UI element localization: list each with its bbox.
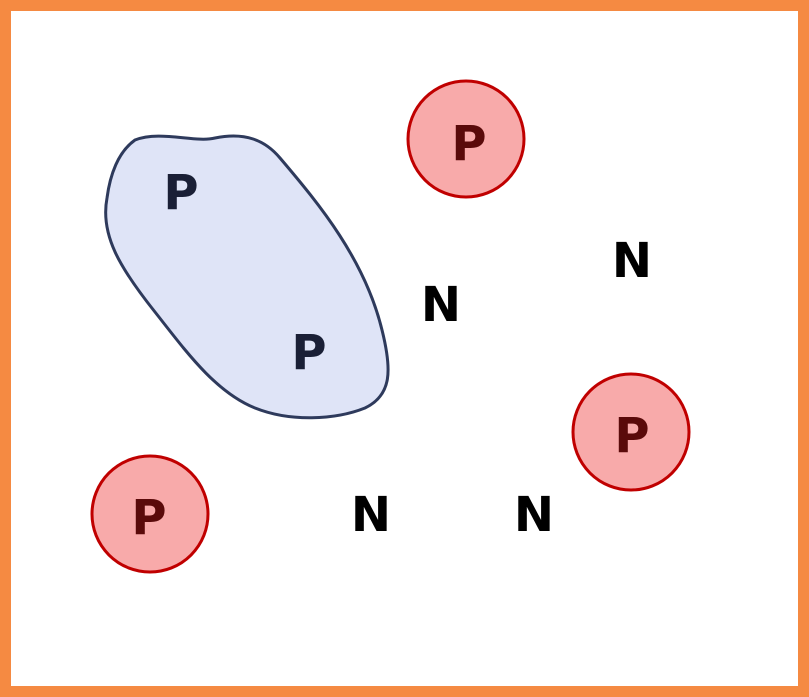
n-label-3: N — [351, 487, 391, 543]
p-circle-1: P — [406, 79, 526, 199]
n-label-1: N — [421, 277, 461, 333]
region-p-label-2: P — [291, 325, 326, 381]
blue-region — [104, 134, 390, 420]
circle-p-label-1: P — [451, 116, 486, 172]
p-circle-3: P — [90, 454, 210, 574]
circle-p-label-2: P — [614, 408, 649, 464]
p-circle-2: P — [571, 372, 691, 492]
circle-p-label-3: P — [131, 490, 166, 546]
n-label-2: N — [612, 233, 652, 289]
n-label-4: N — [514, 487, 554, 543]
region-p-label-1: P — [163, 165, 198, 221]
